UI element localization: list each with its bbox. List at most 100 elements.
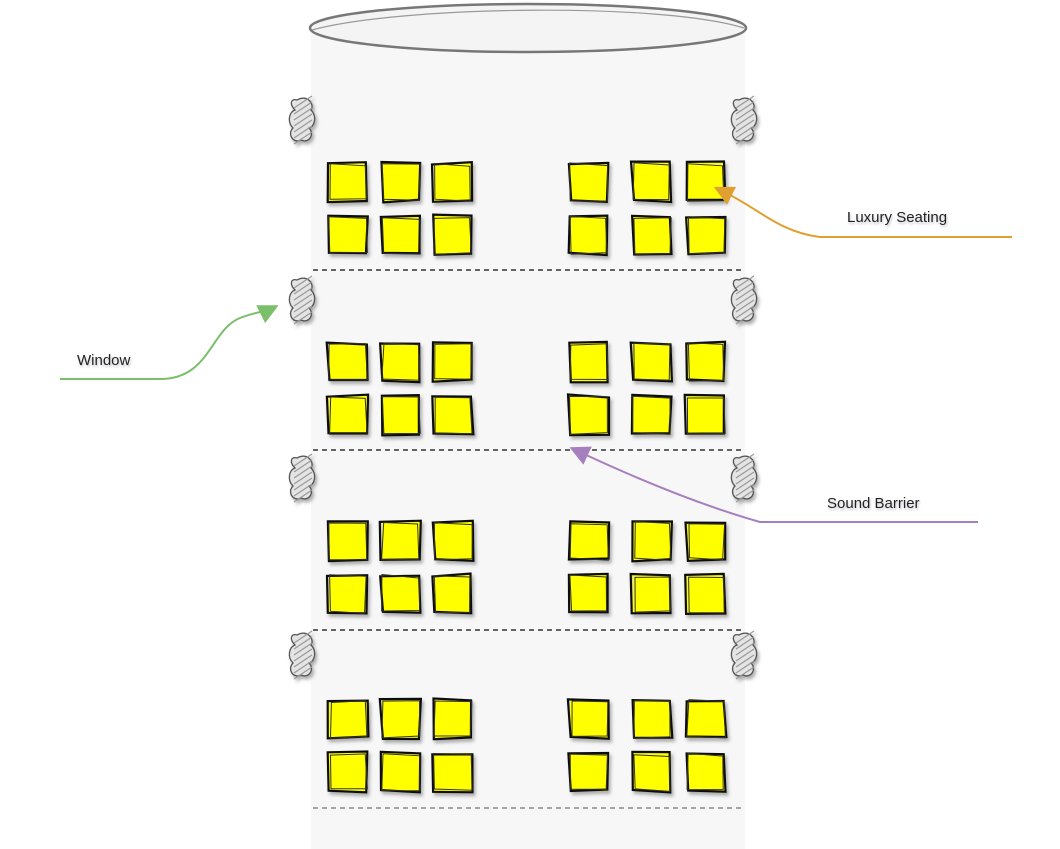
seat-fill [382, 522, 420, 560]
seat-sketch [329, 574, 367, 614]
seat [684, 572, 727, 616]
seat-fill [687, 396, 725, 434]
seat-sketch [433, 752, 473, 791]
seat [685, 752, 727, 793]
seat-fill [633, 575, 671, 613]
seat [378, 342, 421, 384]
seat-sketch [381, 700, 421, 739]
seat [630, 214, 673, 256]
window-icon [288, 630, 316, 680]
seat-sketch [569, 523, 609, 561]
seat-outline [432, 697, 473, 741]
seat-fill [329, 753, 367, 791]
sound-barrier-label: Sound Barrier [827, 495, 920, 512]
seat-outline [431, 395, 475, 436]
seat [431, 752, 474, 794]
seat-fill [329, 575, 367, 613]
seat [684, 521, 727, 562]
seat [567, 751, 610, 793]
seat-outline [684, 215, 727, 256]
window-arrow [60, 305, 279, 380]
seat-fill [382, 575, 420, 613]
seat [568, 340, 609, 384]
seat-fill [329, 700, 367, 738]
seat-sketch [433, 700, 473, 737]
seat-outline [326, 750, 369, 794]
seat [379, 750, 422, 794]
seat-outline [631, 750, 672, 794]
seat-fill [687, 753, 725, 791]
seat-fill [570, 343, 608, 381]
seat [567, 214, 609, 257]
seat [567, 572, 609, 614]
seat-sketch [569, 395, 608, 435]
seat [326, 699, 370, 740]
seat [326, 520, 369, 563]
seat-sketch [632, 395, 671, 435]
seat-fill [329, 396, 367, 434]
seat-fill [382, 753, 420, 791]
seat [630, 393, 673, 435]
seat-sketch [633, 342, 671, 381]
seat-sketch [686, 699, 726, 739]
seat-sketch [633, 217, 672, 255]
seat-sketch [569, 162, 609, 202]
window-icon [730, 95, 758, 145]
seat-fill [633, 753, 671, 791]
seat-sketch [434, 163, 471, 202]
seat-sketch [433, 522, 473, 561]
seat-outline [567, 572, 609, 614]
seat-sketch [434, 396, 473, 435]
seat [629, 160, 673, 204]
seat-fill [434, 522, 472, 560]
seat-fill [570, 216, 608, 254]
seat-fill [382, 163, 420, 201]
seat [631, 520, 674, 563]
seat-fill [570, 522, 608, 560]
seat-sketch [328, 343, 368, 381]
seat-fill [434, 163, 472, 201]
seat [684, 215, 727, 256]
seat-fill [382, 343, 420, 381]
seat-sketch [381, 753, 421, 792]
seat-fill [633, 163, 671, 201]
seat [431, 519, 475, 563]
seat-sketch [632, 162, 670, 201]
seat-fill [329, 522, 367, 560]
seat-sketch [328, 216, 368, 254]
seat [431, 395, 475, 436]
seat-outline [431, 572, 473, 615]
seat-sketch [329, 700, 368, 739]
seat [326, 750, 369, 794]
seat-sketch [433, 575, 471, 614]
seat-outline [431, 341, 473, 383]
seat-fill [687, 700, 725, 738]
seat-sketch [569, 343, 609, 381]
seat-sketch [434, 343, 473, 380]
seat [380, 160, 422, 204]
seat-outline [629, 572, 672, 615]
seat [683, 393, 726, 435]
seat-sketch [433, 217, 472, 256]
seat-sketch [688, 576, 725, 614]
seat-sketch [329, 163, 368, 200]
window-icon [288, 453, 316, 503]
seat-outline [684, 572, 727, 616]
seat-fill [633, 216, 671, 254]
seat [566, 393, 611, 437]
seat [379, 214, 422, 255]
fuselage-rim-sketch [311, 9, 745, 31]
seat-sketch [381, 217, 421, 255]
seat-fill [633, 522, 671, 560]
seat-sketch [329, 753, 368, 790]
seat [631, 698, 674, 739]
window-icon [730, 630, 758, 680]
seat-fill [434, 700, 472, 738]
seat [327, 214, 369, 255]
seat [326, 161, 368, 204]
seat-fill [687, 522, 725, 560]
seat [629, 341, 674, 383]
seat-outline [684, 521, 727, 562]
seat [379, 573, 422, 614]
seat-sketch [634, 520, 672, 562]
